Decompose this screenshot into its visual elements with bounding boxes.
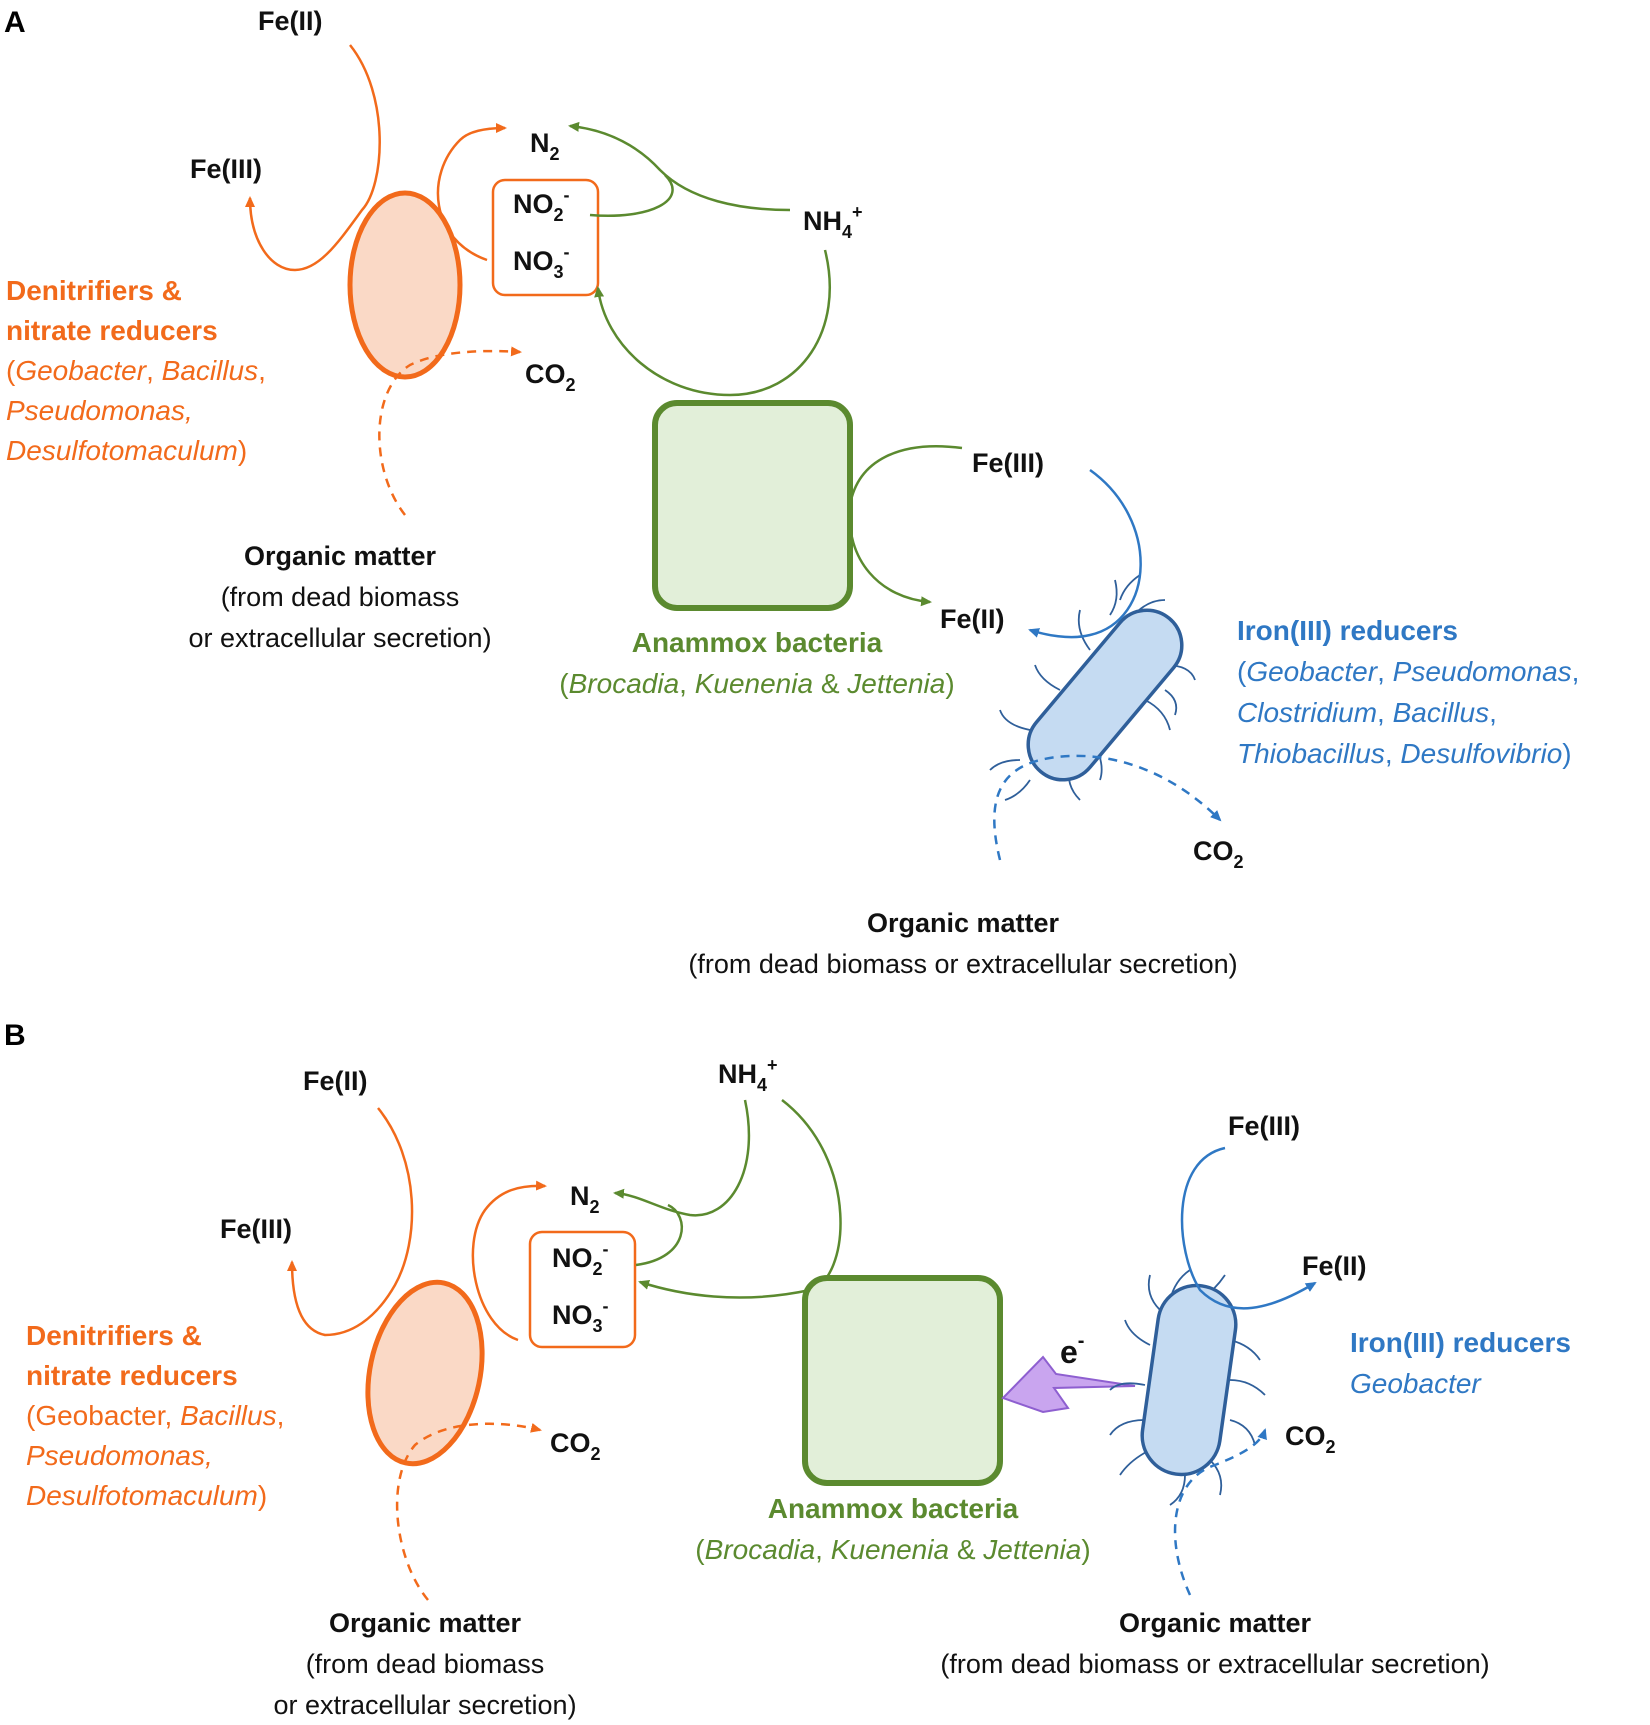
- n2-label-b: N2: [570, 1181, 600, 1217]
- organic-left-title-b: Organic matter: [329, 1608, 522, 1638]
- nox-box-b: [528, 1230, 637, 1349]
- anammox-title-a: Anammox bacteria: [632, 627, 883, 658]
- fe-reduction-arrow-a: [1028, 468, 1142, 639]
- organic-right-line1-b: (from dead biomass or extracellular secr…: [940, 1649, 1489, 1679]
- no2-label-a: NO2-: [513, 185, 570, 225]
- fe-ii-mid-label-a: Fe(II): [940, 604, 1005, 634]
- organic-left-line2-b: or extracellular secretion): [273, 1690, 576, 1720]
- anammox-title-b: Anammox bacteria: [768, 1493, 1019, 1524]
- co2-right-label-b: CO2: [1285, 1421, 1336, 1457]
- fe-oxidation-arrow-a: [245, 44, 381, 272]
- iron-reducers-genera1-a: (Geobacter, Pseudomonas,: [1237, 656, 1579, 687]
- denitrifiers-genera3-a: Desulfotomaculum): [6, 435, 247, 466]
- organic-to-co2-arrow-b: [395, 1422, 542, 1601]
- iron-reducer-cell-b: [1109, 1269, 1266, 1506]
- organic-left-line2-a: or extracellular secretion): [188, 623, 491, 653]
- panel-b: B Fe(II) Fe(III) N2 NO2- NO3- NH4+: [4, 1019, 1571, 1720]
- fe-ii-right-label-b: Fe(II): [1302, 1251, 1367, 1281]
- n2-label-a: N2: [530, 128, 560, 164]
- panel-b-label: B: [4, 1019, 26, 1052]
- denitrifiers-genera2-a: Pseudomonas,: [6, 395, 193, 426]
- iron-reducers-title-a: Iron(III) reducers: [1237, 615, 1458, 646]
- anammox-cell-a: [652, 400, 853, 611]
- denitrifiers-genera3-b: Desulfotomaculum): [26, 1480, 267, 1511]
- organic-to-co2-arrow-a-right: [993, 754, 1222, 861]
- nox-box-a: [491, 178, 600, 297]
- denitrifiers-genera-a: (Geobacter, Bacillus,: [6, 355, 266, 386]
- anammox-to-no3-arrow-b: [638, 1099, 842, 1299]
- co2-right-label-a: CO2: [1193, 836, 1244, 872]
- iron-reducers-title-b: Iron(III) reducers: [1350, 1327, 1571, 1358]
- nh4-label-a: NH4+: [803, 202, 863, 242]
- denitrifiers-title-b: Denitrifiers &: [26, 1320, 202, 1351]
- organic-to-co2-arrow-b-right: [1173, 1428, 1267, 1596]
- co2-left-label-b: CO2: [550, 1428, 601, 1464]
- fe-cycle-arrow-a: [848, 445, 963, 607]
- organic-right-title-b: Organic matter: [1119, 1608, 1312, 1638]
- no2-label-b: NO2-: [552, 1239, 609, 1279]
- denitrifiers-title2-b: nitrate reducers: [26, 1360, 238, 1391]
- nh4-to-n2-arrow-b: [613, 1099, 751, 1217]
- organic-left-title-a: Organic matter: [244, 541, 437, 571]
- anammox-genera-a: (Brocadia, Kuenenia & Jettenia): [559, 668, 954, 699]
- no3-label-a: NO3-: [513, 242, 570, 282]
- electron-label: e-: [1060, 1330, 1084, 1370]
- no3-label-b: NO3-: [552, 1296, 609, 1336]
- panel-a: A Fe(II) Fe(III): [4, 6, 1579, 979]
- fe-oxidation-arrow-b: [287, 1107, 414, 1337]
- anammox-genera-b: (Brocadia, Kuenenia & Jettenia): [695, 1534, 1090, 1565]
- organic-left-line1-b: (from dead biomass: [306, 1649, 545, 1679]
- electron-bolt-icon: [1001, 1355, 1136, 1414]
- denitrifier-cell-b: [365, 1279, 485, 1467]
- anammox-cell-b: [802, 1275, 1003, 1486]
- iron-reducer-cell-a: [989, 574, 1196, 801]
- panel-a-label: A: [4, 6, 26, 39]
- fe-iii-left-label-a: Fe(III): [190, 154, 262, 184]
- fe-ii-top-label-b: Fe(II): [303, 1066, 368, 1096]
- fe-reduction-arrow-b: [1180, 1146, 1317, 1310]
- iron-reducers-genera3-a: Thiobacillus, Desulfovibrio): [1237, 738, 1572, 769]
- no2-to-n2-arrow-a: [589, 174, 674, 217]
- fe-iii-mid-label-a: Fe(III): [972, 448, 1044, 478]
- nh4-to-n2-arrow-a: [568, 121, 791, 212]
- denitrifier-cell-a: [347, 190, 463, 380]
- nitrate-to-n2-arrow-a: [436, 123, 507, 262]
- denitrifiers-title-a: Denitrifiers &: [6, 275, 182, 306]
- denitrifiers-title2-a: nitrate reducers: [6, 315, 218, 346]
- nh4-label-b: NH4+: [718, 1055, 778, 1095]
- organic-left-line1-a: (from dead biomass: [221, 582, 460, 612]
- nitrate-to-n2-arrow-b: [471, 1180, 547, 1342]
- organic-right-line1-a: (from dead biomass or extracellular secr…: [688, 949, 1237, 979]
- co2-left-label-a: CO2: [525, 359, 576, 395]
- fe-ii-top-label-a: Fe(II): [258, 6, 323, 36]
- denitrifiers-genera2-b: Pseudomonas,: [26, 1440, 213, 1471]
- denitrifiers-genera-b: (Geobacter, Bacillus,: [26, 1400, 284, 1431]
- no2-to-n2-arrow-b: [635, 1203, 683, 1267]
- fe-iii-right-label-b: Fe(III): [1228, 1111, 1300, 1141]
- fe-iii-left-label-b: Fe(III): [220, 1214, 292, 1244]
- organic-to-co2-arrow-a: [378, 346, 522, 516]
- organic-right-title-a: Organic matter: [867, 908, 1060, 938]
- iron-reducers-genera2-a: Clostridium, Bacillus,: [1237, 697, 1497, 728]
- anammox-to-no3-arrow-a: [594, 249, 831, 397]
- iron-reducers-genera-b: Geobacter: [1350, 1368, 1482, 1399]
